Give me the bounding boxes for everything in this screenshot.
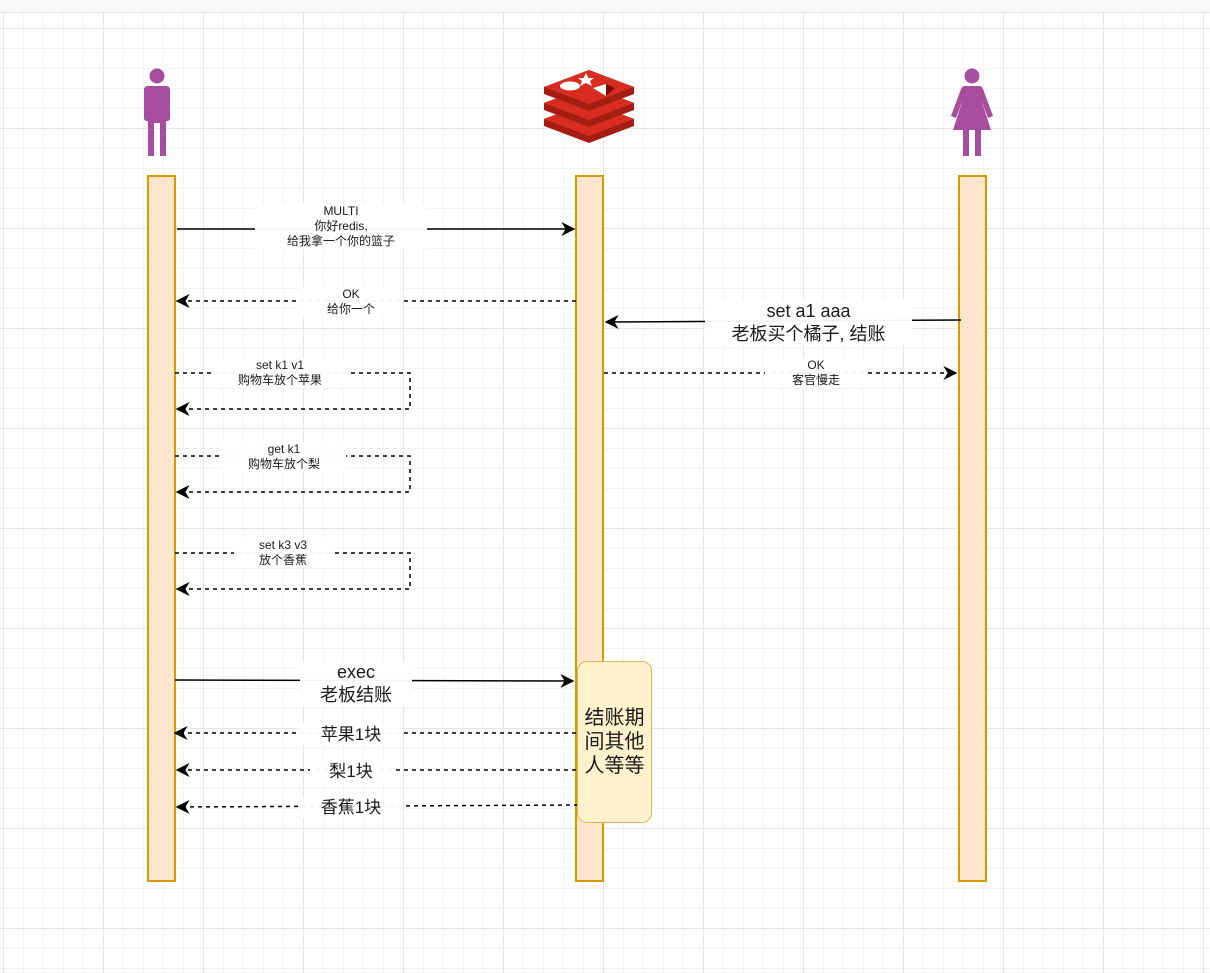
note-text: 结账期间其他人等等 [584, 707, 645, 777]
label-get-k1[interactable]: get k1 购物车放个梨 [222, 442, 346, 472]
woman-icon [951, 68, 993, 156]
label-ret-apple[interactable]: 苹果1块 [300, 724, 402, 746]
canvas-top-border [0, 0, 1210, 13]
label-ok-a[interactable]: OK 给你一个 [300, 287, 402, 317]
label-set-k1[interactable]: set k1 v1 购物车放个苹果 [213, 358, 347, 388]
label-exec[interactable]: exec 老板结账 [300, 661, 412, 706]
arrow-set-k3[interactable] [175, 552, 411, 596]
label-ok-b[interactable]: OK 客官慢走 [765, 358, 867, 388]
label-ret-banana[interactable]: 香蕉1块 [300, 797, 402, 819]
note-box[interactable]: 结账期间其他人等等 [577, 661, 652, 823]
arrow-get-k1[interactable] [175, 455, 411, 499]
label-multi[interactable]: MULTI 你好redis, 给我拿一个你的篮子 [255, 204, 427, 249]
label-ret-pear[interactable]: 梨1块 [310, 761, 392, 783]
label-set-a1[interactable]: set a1 aaa 老板买个橘子, 结账 [705, 300, 912, 345]
man-icon [144, 68, 170, 156]
lifeline-user-b[interactable] [958, 175, 987, 882]
redis-logo-icon [544, 70, 634, 143]
label-set-k3[interactable]: set k3 v3 放个香蕉 [234, 538, 332, 568]
lifeline-user-a[interactable] [147, 175, 176, 882]
arrow-set-k1[interactable] [175, 372, 411, 416]
